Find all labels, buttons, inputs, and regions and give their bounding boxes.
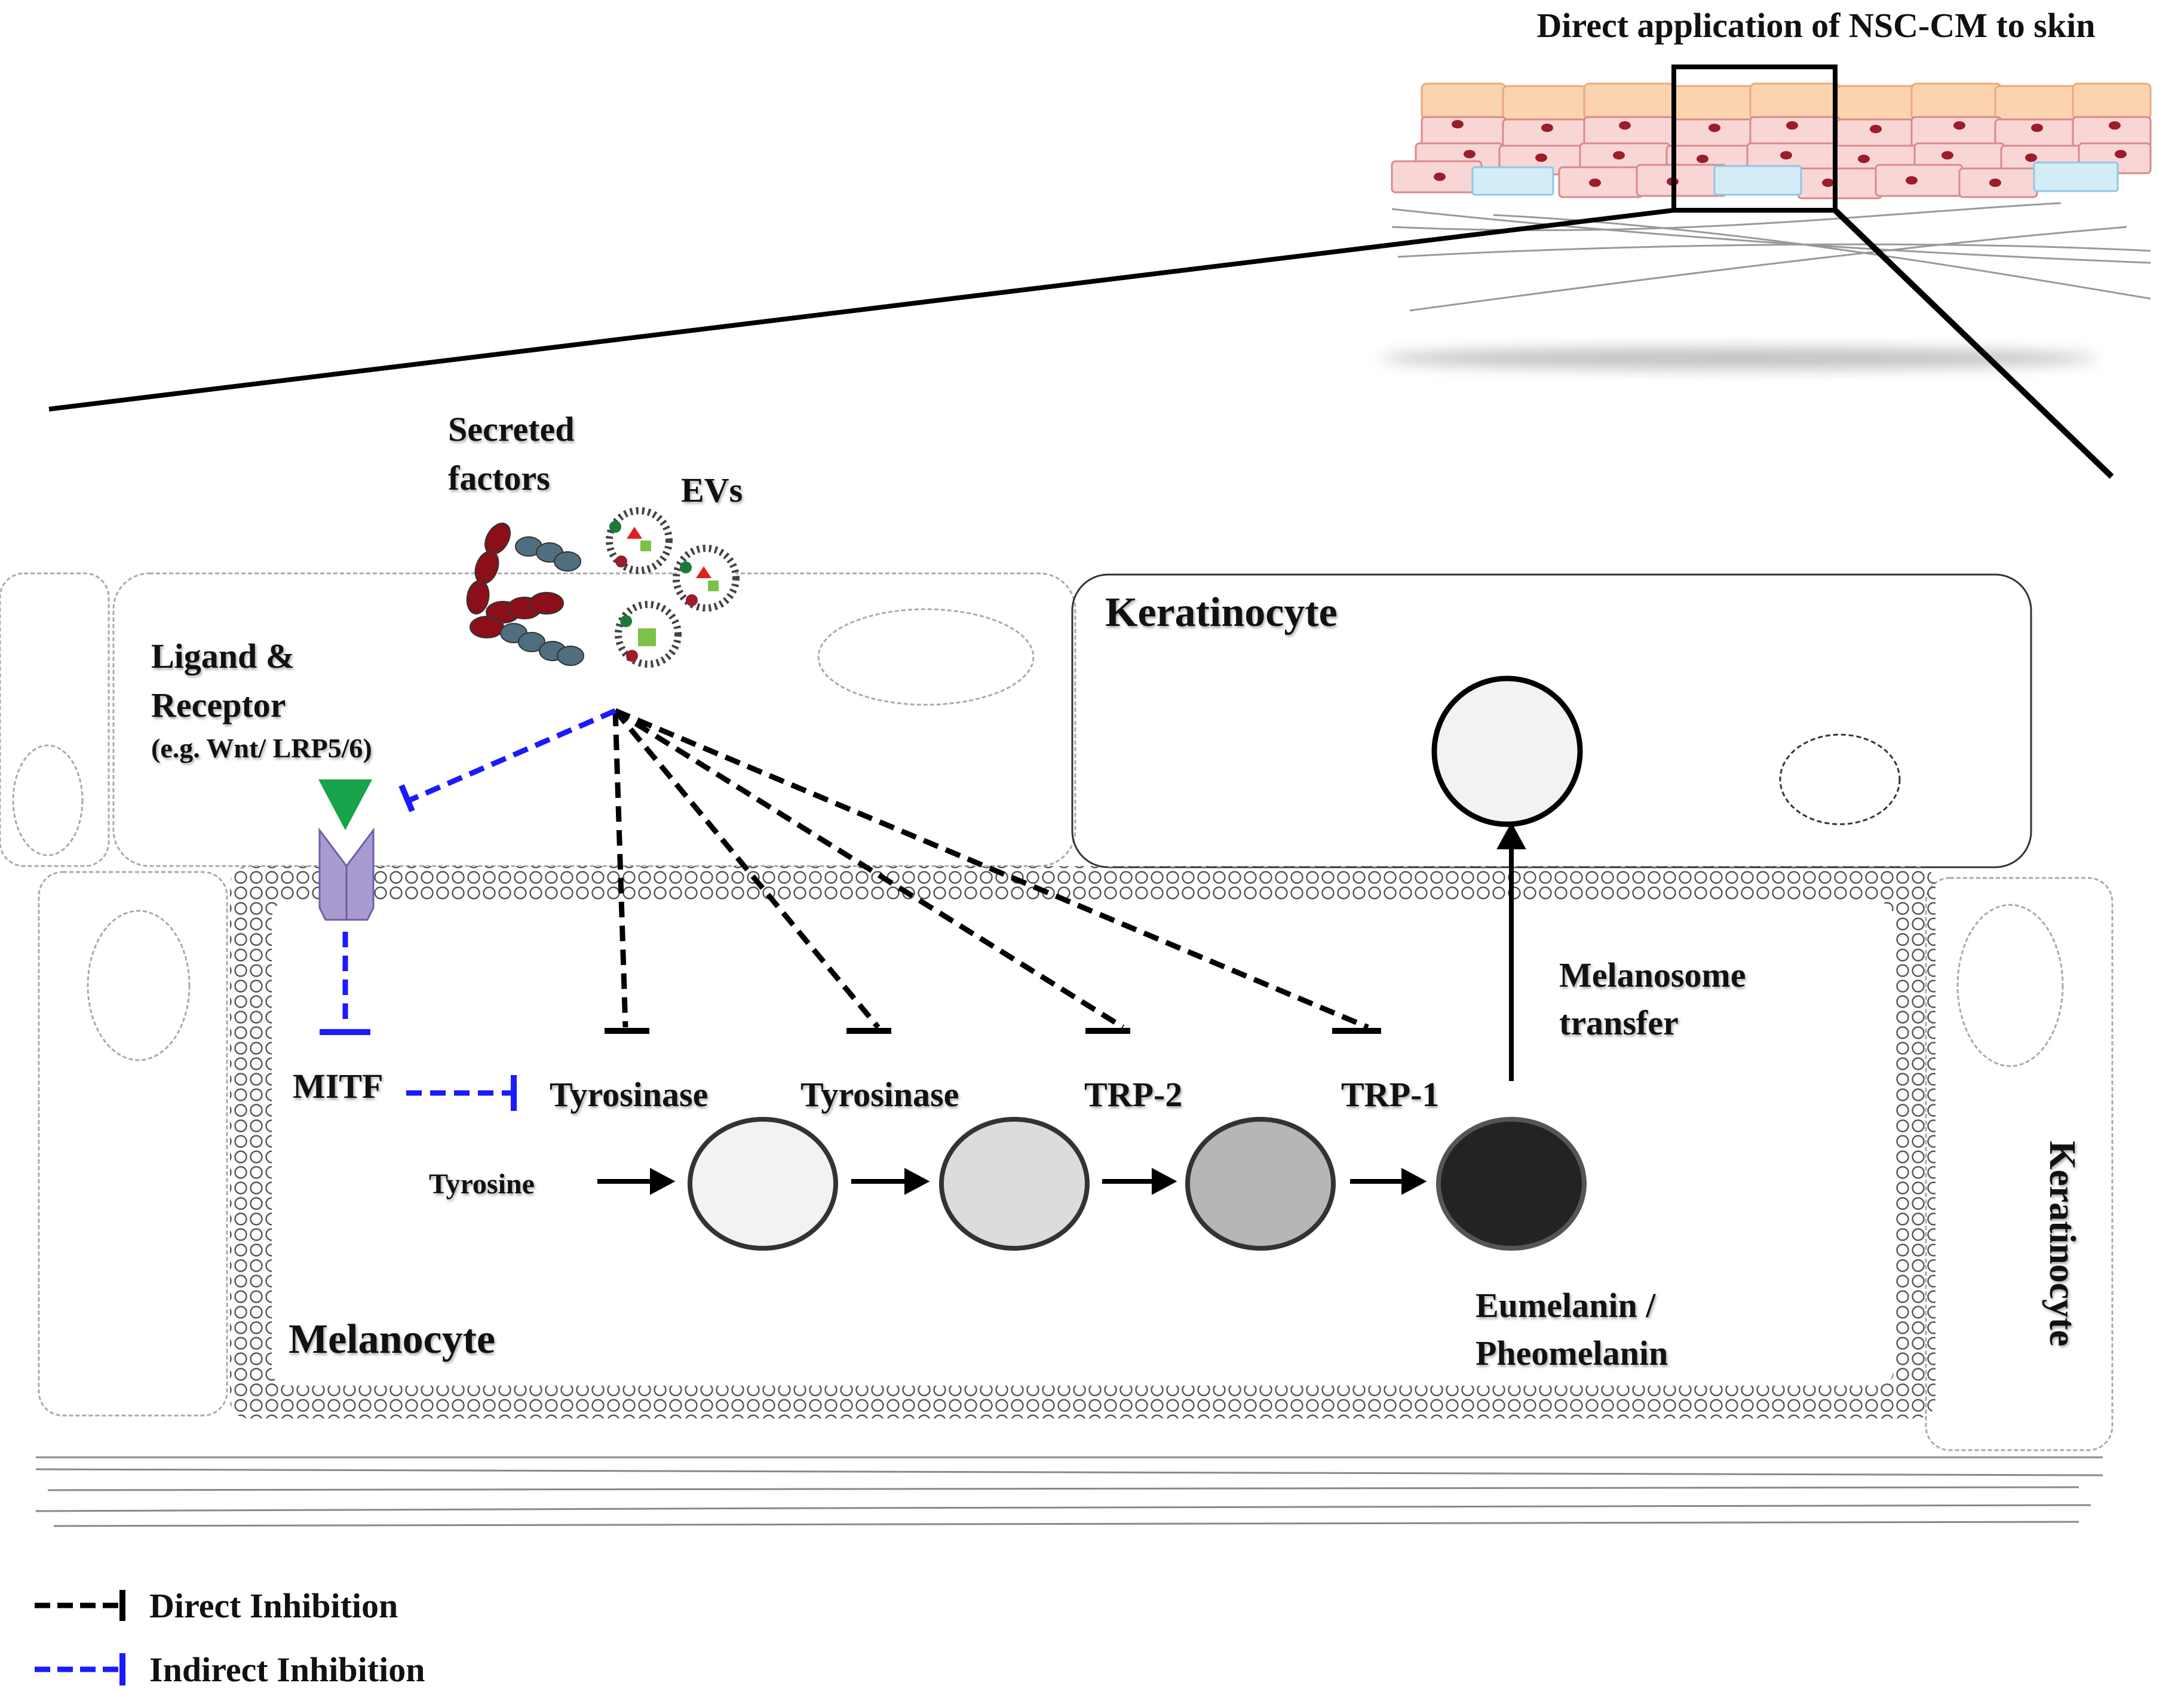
secreted-factors-illustration bbox=[466, 523, 584, 666]
skin-cell-layer bbox=[1391, 116, 2152, 199]
pigment-stage-2 bbox=[939, 1117, 1090, 1251]
pigment-stage-3 bbox=[1185, 1117, 1336, 1251]
indirect-inhibition-lines bbox=[342, 708, 616, 1096]
legend-indirect-inhibition-label: Indirect Inhibition bbox=[149, 1650, 425, 1689]
ev-vesicle bbox=[606, 507, 673, 574]
melanocyte-label: Melanocyte bbox=[289, 1316, 495, 1362]
melanosome-transfer-label-line2: transfer bbox=[1559, 1003, 1679, 1042]
zoom-line-right bbox=[1833, 208, 2114, 479]
secreted-factors-label-line1: Secreted bbox=[448, 410, 575, 449]
ev-vesicle bbox=[673, 545, 740, 612]
legend-direct-inhibition-icon bbox=[35, 1590, 125, 1621]
extracellular-vesicles bbox=[606, 507, 740, 668]
skin-section-illustration bbox=[1380, 65, 2152, 369]
enzyme-label-2: Tyrosinase bbox=[800, 1075, 959, 1114]
ligand-receptor-label-line1: Ligand & bbox=[151, 637, 295, 676]
legend-direct-inhibition-label: Direct Inhibition bbox=[149, 1586, 398, 1625]
pigment-stages bbox=[688, 1117, 1587, 1251]
skin-blue-cells bbox=[1471, 161, 2119, 196]
eumelanin-label-line2: Pheomelanin bbox=[1476, 1334, 1668, 1373]
pigment-stage-1 bbox=[688, 1117, 838, 1251]
direct-inhibition-lines bbox=[612, 708, 1369, 1030]
figure-title: Direct application of NSC-CM to skin bbox=[1537, 6, 2096, 45]
enzyme-label-4: TRP-1 bbox=[1341, 1075, 1439, 1114]
secreted-factors-label-line2: factors bbox=[448, 459, 550, 498]
tyrosine-label: Tyrosine bbox=[429, 1168, 535, 1200]
basement-fibers bbox=[35, 1456, 2103, 1527]
skin-base-shadow bbox=[1380, 348, 2097, 369]
legend-indirect-inhibition-icon bbox=[35, 1653, 125, 1685]
eumelanin-label-line1: Eumelanin / bbox=[1476, 1286, 1656, 1325]
keratinocyte-right-label: Keratinocyte bbox=[2042, 1141, 2082, 1346]
keratinocyte-top-label: Keratinocyte bbox=[1105, 589, 1338, 635]
skin-nuclei bbox=[1434, 120, 2127, 187]
indirect-inhibition-bars bbox=[320, 784, 517, 1111]
evs-label: EVs bbox=[681, 471, 743, 509]
dermis-fibers bbox=[1391, 202, 2151, 312]
skin-top-layer bbox=[1421, 82, 2152, 122]
zoom-frame bbox=[1671, 65, 1838, 213]
ligand-receptor-example: (e.g. Wnt/ LRP5/6) bbox=[151, 733, 372, 763]
pathway-arrows bbox=[597, 822, 1526, 1195]
enzyme-label-3: TRP-2 bbox=[1084, 1075, 1182, 1114]
legend: Direct Inhibition Indirect Inhibition bbox=[35, 1586, 425, 1689]
melanosome-transfer-label-line1: Melanosome bbox=[1559, 956, 1746, 994]
ligand-triangle bbox=[318, 779, 372, 830]
zoom-line-left bbox=[48, 208, 1674, 412]
ev-vesicle bbox=[615, 601, 682, 668]
transferred-melanosome bbox=[1431, 676, 1583, 827]
enzyme-label-1: Tyrosinase bbox=[550, 1075, 708, 1114]
pigment-stage-4 bbox=[1436, 1117, 1587, 1251]
ligand-receptor-label-line2: Receptor bbox=[151, 686, 286, 724]
mitf-label: MITF bbox=[293, 1067, 383, 1106]
keratinocyte-nucleus bbox=[1779, 733, 1901, 825]
receptor-icon bbox=[318, 827, 375, 921]
